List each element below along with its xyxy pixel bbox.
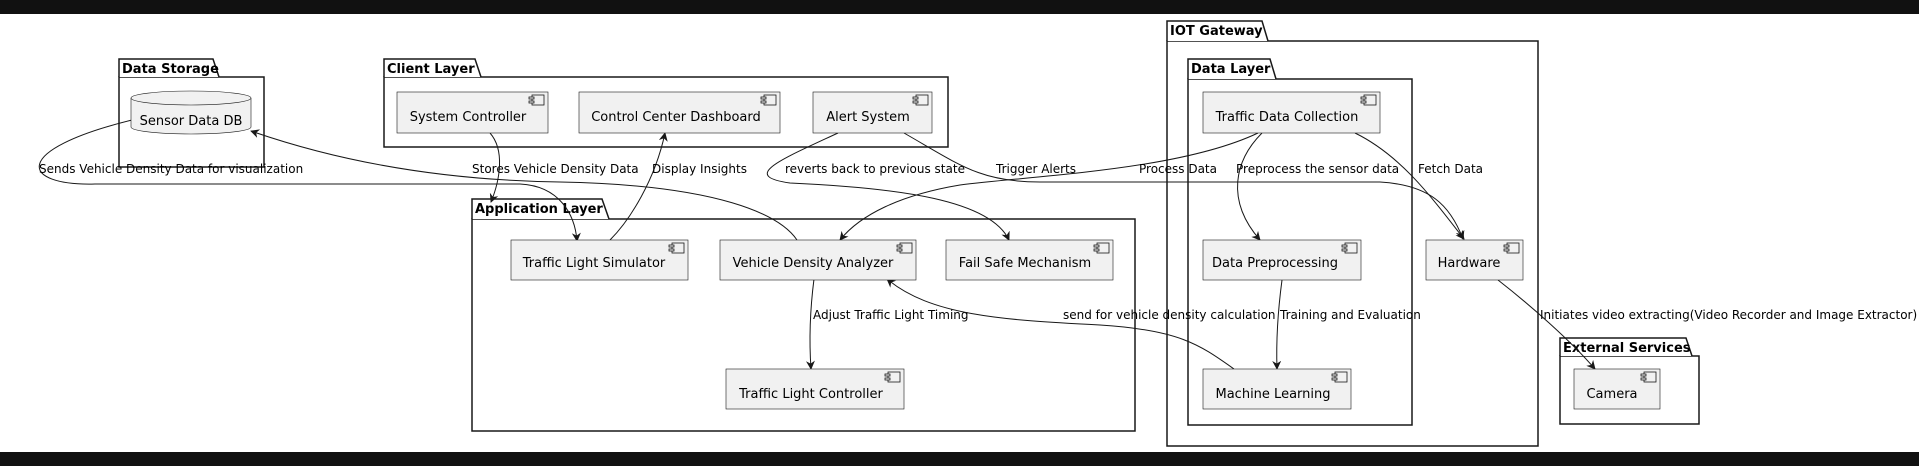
component-icon	[884, 371, 901, 383]
bottom-bar	[0, 452, 1919, 466]
node-camera[interactable]: Camera	[1573, 368, 1661, 410]
node-label-vehicle-density-analyzer: Vehicle Density Analyzer	[733, 256, 894, 271]
node-traffic-light-controller[interactable]: Traffic Light Controller	[725, 368, 905, 410]
package-client-layer: Client Layer	[383, 58, 949, 148]
edge-label-process-data: Process Data	[1139, 162, 1217, 176]
component-icon	[1640, 371, 1657, 383]
edge-adjust-timing	[805, 278, 815, 370]
edge-training-eval	[1272, 279, 1283, 370]
node-hardware[interactable]: Hardware	[1425, 239, 1524, 281]
edge-send-for-density	[886, 278, 1235, 370]
node-label-sensor-data-db: Sensor Data DB	[140, 114, 243, 129]
node-traffic-data-collection[interactable]: Traffic Data Collection	[1202, 91, 1381, 134]
package-title-client-layer: Client Layer	[387, 62, 475, 77]
edge-label-send-for-density: send for vehicle density calculation	[1063, 308, 1276, 322]
component-icon	[1341, 242, 1358, 254]
edge-label-fetch-data: Fetch Data	[1418, 162, 1483, 176]
node-machine-learning[interactable]: Machine Learning	[1202, 368, 1352, 410]
edge-initiates-video	[1497, 279, 1596, 370]
edge-trigger-alerts	[903, 132, 1465, 240]
node-alert-system[interactable]: Alert System	[812, 91, 933, 134]
edge-reverts-back	[766, 132, 1010, 241]
edges: Sends Vehicle Density Data for visualiza…	[38, 119, 1917, 370]
package-title-data-storage: Data Storage	[122, 62, 219, 77]
edge-fetch-data	[1354, 132, 1465, 240]
edge-label-initiates-video: Initiates video extracting(Video Recorde…	[1540, 308, 1917, 322]
edge-process-data	[839, 132, 1259, 241]
package-data-layer: Data Layer	[1187, 58, 1413, 426]
edge-label-adjust-timing: Adjust Traffic Light Timing	[813, 308, 969, 322]
component-icon	[896, 242, 913, 254]
node-control-center-dashboard[interactable]: Control Center Dashboard	[578, 91, 781, 134]
node-label-alert-system: Alert System	[826, 110, 910, 125]
node-label-camera: Camera	[1586, 387, 1637, 402]
node-label-fail-safe-mechanism: Fail Safe Mechanism	[959, 256, 1091, 271]
node-label-traffic-light-simulator: Traffic Light Simulator	[522, 256, 666, 271]
edge-label-display-insights: Display Insights	[652, 162, 747, 176]
component-icon	[668, 242, 685, 254]
edge-label-preprocess-sensor: Preprocess the sensor data	[1236, 162, 1399, 176]
edge-label-sends-density: Sends Vehicle Density Data for visualiza…	[39, 162, 303, 176]
package-iot-gateway: IOT Gateway	[1166, 20, 1539, 447]
edge-label-stores-density: Stores Vehicle Density Data	[472, 162, 639, 176]
component-icon	[760, 94, 777, 106]
node-label-machine-learning: Machine Learning	[1216, 387, 1331, 402]
node-system-controller[interactable]: System Controller	[396, 91, 549, 134]
node-label-traffic-data-collection: Traffic Data Collection	[1215, 110, 1359, 125]
component-icon	[1503, 242, 1520, 254]
top-bar	[0, 0, 1919, 14]
package-title-iot-gateway: IOT Gateway	[1170, 24, 1263, 39]
edge-label-trigger-alerts: Trigger Alerts	[995, 162, 1076, 176]
package-title-application-layer: Application Layer	[475, 202, 603, 217]
package-external-services: External Services	[1559, 337, 1700, 425]
node-sensor-data-db[interactable]: Sensor Data DB	[130, 90, 252, 135]
node-traffic-light-simulator[interactable]: Traffic Light Simulator	[510, 239, 689, 281]
component-icon	[1331, 371, 1348, 383]
package-application-layer: Application Layer	[471, 198, 1136, 432]
package-title-data-layer: Data Layer	[1191, 62, 1271, 77]
edge-label-reverts-back: reverts back to previous state	[785, 162, 965, 176]
component-icon	[1093, 242, 1110, 254]
node-label-system-controller: System Controller	[410, 110, 527, 125]
node-label-control-center-dashboard: Control Center Dashboard	[591, 110, 761, 125]
node-label-data-preprocessing: Data Preprocessing	[1212, 256, 1338, 271]
node-label-traffic-light-controller: Traffic Light Controller	[738, 387, 883, 402]
package-title-external-services: External Services	[1563, 341, 1691, 356]
component-icon	[912, 94, 929, 106]
component-icon	[1360, 94, 1377, 106]
node-fail-safe-mechanism[interactable]: Fail Safe Mechanism	[945, 239, 1114, 281]
edge-sends-density	[38, 119, 581, 242]
edge-preprocess-sensor	[1237, 132, 1263, 241]
node-label-hardware: Hardware	[1438, 256, 1501, 271]
edge-display-insights	[609, 132, 668, 241]
node-data-preprocessing[interactable]: Data Preprocessing	[1202, 239, 1362, 281]
package-data-storage: Data Storage	[118, 58, 265, 168]
component-icon	[528, 94, 545, 106]
node-vehicle-density-analyzer[interactable]: Vehicle Density Analyzer	[719, 239, 917, 281]
edge-label-training-eval: Training and Evaluation	[1279, 308, 1421, 322]
edge-stores-density	[250, 129, 798, 241]
edge-system-controller-to-app	[489, 132, 501, 203]
